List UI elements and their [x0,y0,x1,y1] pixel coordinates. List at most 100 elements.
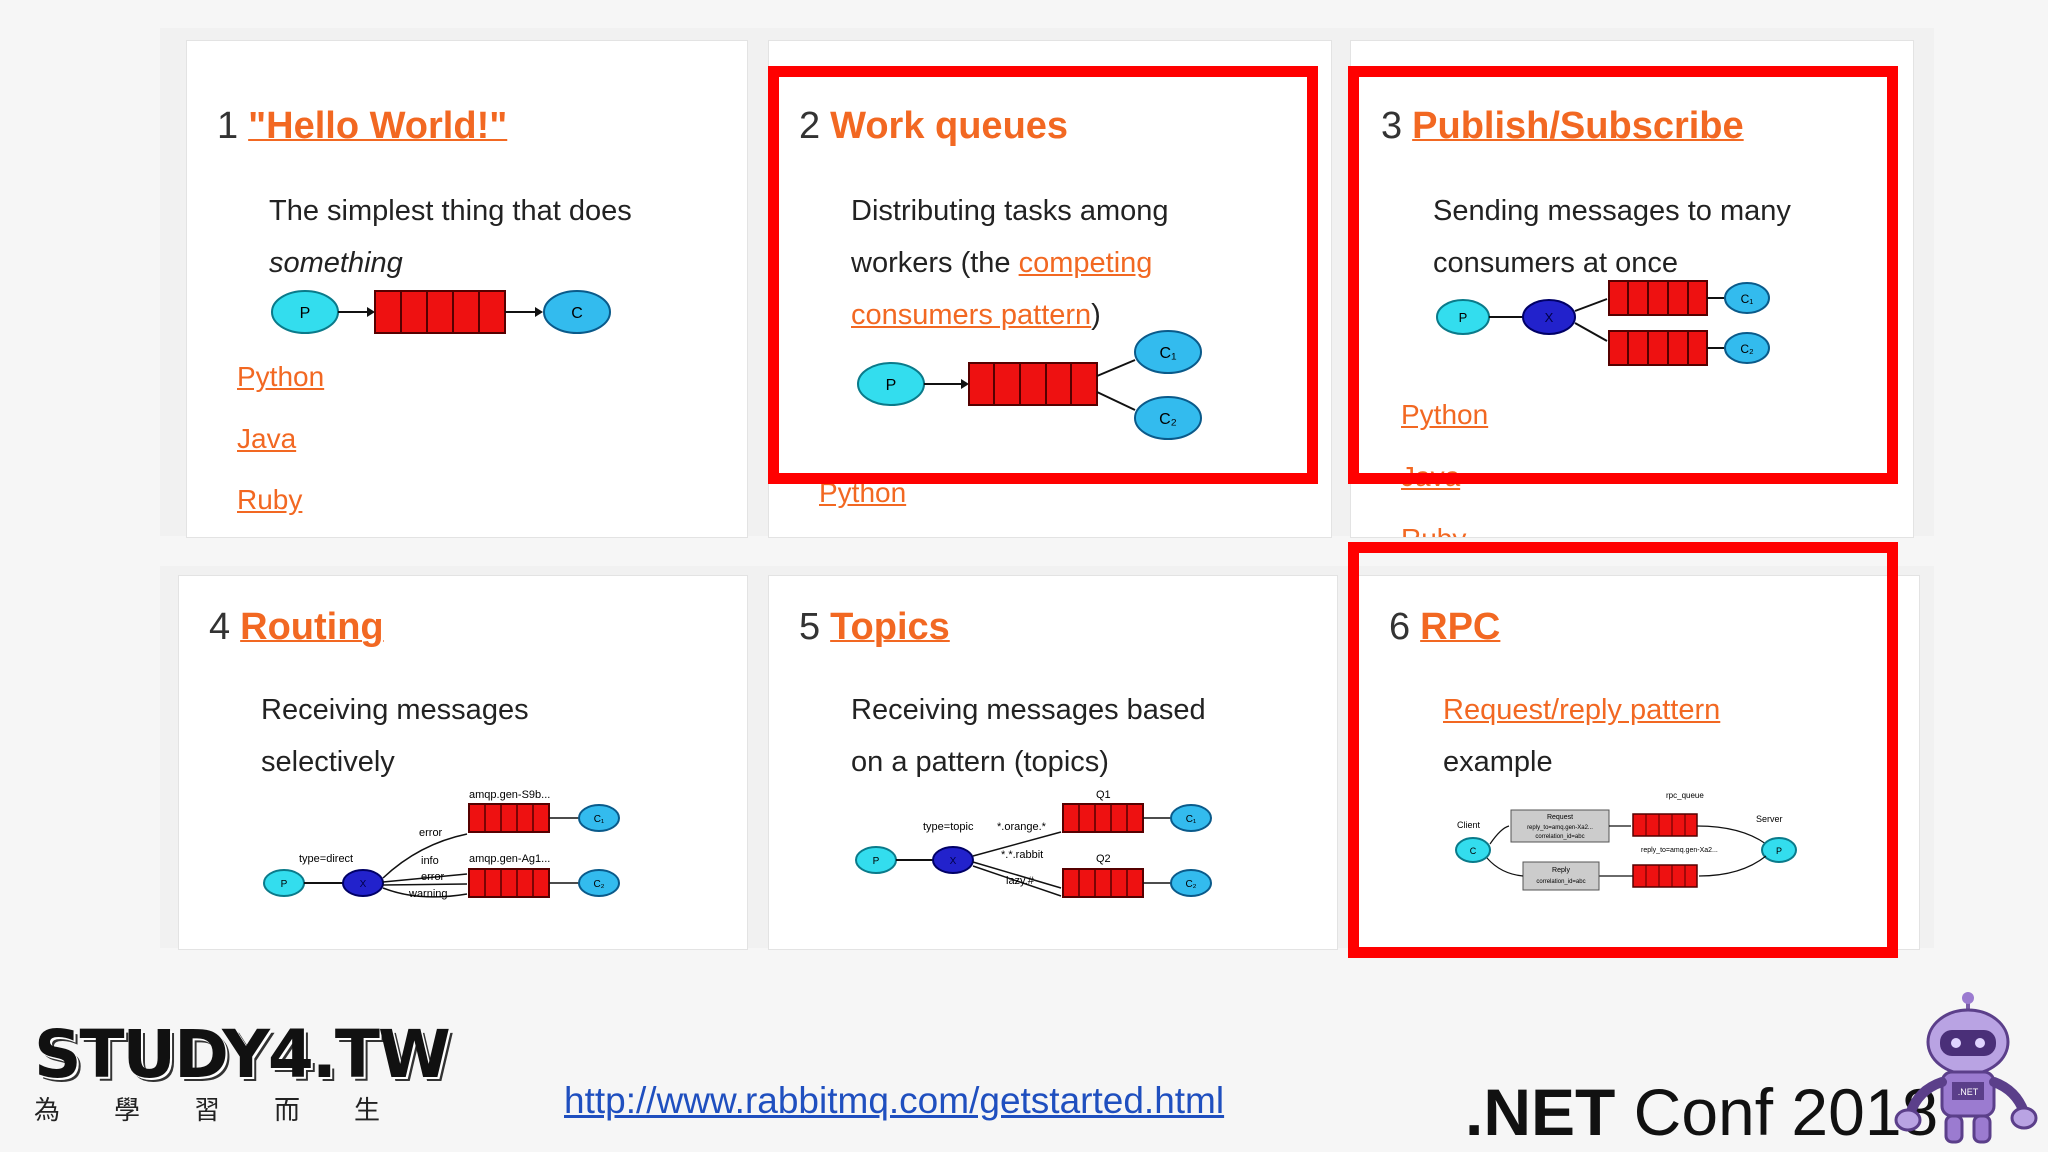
desc-line: workers (the competing [851,237,1169,289]
hello-world-diagram: P C [271,290,611,334]
producer-label: P [886,377,897,394]
request-message [1510,809,1610,843]
work-queues-diagram: P C₁ C₂ [857,330,1202,440]
tutorial-number: 4 [209,606,231,648]
consumer-node [1134,396,1202,440]
routing-key-label: lazy.# [1006,875,1035,887]
routing-key-label: error [421,871,445,883]
reply-detail: correlation_id=abc [1536,879,1585,885]
tutorial-title: 1"Hello World!" [217,105,507,148]
tutorial-description: Distributing tasks among workers (the co… [851,185,1169,341]
producer-label: P [281,879,288,890]
reply-label: Reply [1552,867,1570,874]
tutorial-description: Receiving messages based on a pattern (t… [851,684,1206,788]
server-node-label: P [1776,846,1782,856]
rpc-diagram: Client C Request reply_to=amq.gen-Xa2...… [1455,791,1797,891]
queue-name-label: amqp.gen-S9b... [469,789,550,801]
queue [1062,868,1144,898]
consumer-label: C₁ [1741,292,1754,306]
study4-logo: STUDY4.TW [34,1016,451,1093]
desc-line: The simplest thing that does [269,195,632,227]
routing-link[interactable]: Routing [240,606,384,648]
topics-diagram: P type=topic X *.orange.* *.*.rabbit laz… [855,789,1212,898]
consumers-pattern-link[interactable]: consumers pattern [851,299,1092,331]
exchange-label: X [360,879,367,890]
tutorial-description: Sending messages to many consumers at on… [1433,185,1791,289]
request-reply-pattern-link[interactable]: Request/reply pattern [1443,694,1721,726]
queue [468,868,550,898]
getstarted-url-link[interactable]: http://www.rabbitmq.com/getstarted.html [564,1080,1225,1121]
tutorial-number: 5 [799,606,821,648]
tutorial-card-hello-world: 1"Hello World!" The simplest thing that … [186,40,748,538]
queue-name-label: Q2 [1096,853,1111,865]
desc-line: consumers at once [1433,247,1679,279]
desc-line: Receiving messages based [851,694,1206,726]
publish-subscribe-link[interactable]: Publish/Subscribe [1412,105,1744,147]
consumer-label: C₁ [594,814,605,825]
desc-line: consumers pattern) [851,289,1169,341]
desc-line: selectively [261,746,395,778]
work-queues-link[interactable]: Work queues [830,105,1069,147]
client-label: Client [1457,820,1481,830]
binding-arrow [382,887,468,898]
queue-name-label: reply_to=amq.gen-Xa2... [1641,847,1718,854]
exchange-type-label: type=topic [923,821,974,833]
net-label: .NET [1465,1075,1616,1149]
ruby-link[interactable]: Ruby [237,484,303,515]
conf-label: Conf 2018 [1615,1075,1939,1149]
java-link[interactable]: Java [1401,461,1461,492]
routing-key-label: info [421,855,439,867]
consumer-label: C₂ [1159,411,1177,428]
tutorial-number: 3 [1381,105,1403,147]
queue-name-label: Q1 [1096,789,1111,801]
competing-link[interactable]: competing [1018,247,1153,279]
hello-world-link[interactable]: "Hello World!" [248,105,508,147]
rpc-link[interactable]: RPC [1420,606,1501,648]
python-link[interactable]: Python [1401,399,1489,430]
client-node-label: C [1470,846,1477,856]
python-link[interactable]: Python [819,477,907,508]
java-link[interactable]: Java [237,423,297,454]
binding-arrow [972,861,1062,889]
ruby-link[interactable]: Ruby [1401,523,1466,537]
consumer-node [578,869,620,897]
request-detail: correlation_id=abc [1535,834,1584,840]
tutorial-description: Receiving messages selectively [261,684,529,788]
tutorial-description: The simplest thing that does something [269,185,632,289]
consumer-node [1134,330,1202,374]
client-node [1455,837,1491,863]
python-link[interactable]: Python [237,361,325,392]
consumer-label: C₂ [593,879,604,890]
arrow [1096,391,1136,411]
topics-link[interactable]: Topics [830,606,950,648]
consumer-node [1724,332,1770,364]
exchange-node [932,846,974,874]
queue [1608,280,1708,316]
server-label: Server [1756,814,1783,824]
queue [968,362,1098,406]
arrow-head [961,379,969,389]
desc-line: Sending messages to many [1433,195,1791,227]
consumer-label: C₁ [1160,345,1177,362]
routing-key-label: *.*.rabbit [1001,849,1043,861]
queue [374,290,506,334]
desc-text: workers (the [851,247,1019,279]
producer-label: P [300,305,311,322]
routing-key-label: error [419,827,443,839]
request-label: Request [1547,814,1573,821]
routing-diagram: P type=direct X error info error warning… [263,789,620,900]
arrow [1696,825,1767,845]
arrow-head [367,307,375,317]
exchange-label: X [1545,310,1554,325]
desc-text: ) [1091,299,1101,331]
consumer-node [1170,869,1212,897]
routing-key-label: *.orange.* [997,821,1047,833]
producer-label: P [873,856,880,867]
